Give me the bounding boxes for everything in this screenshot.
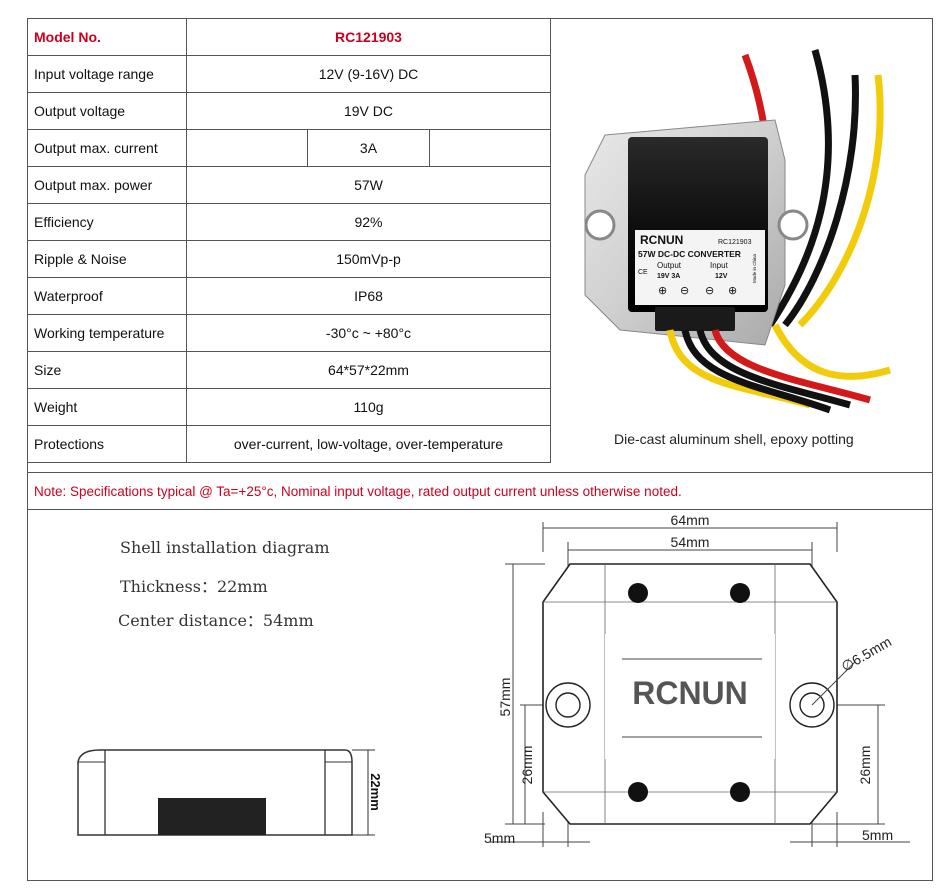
screw-icon [628,583,648,603]
spec-value: 19V DC [186,92,551,130]
spec-label: Weight [27,388,187,426]
spec-label: Model No. [27,18,187,56]
dim-edge-right: 5mm [862,827,893,843]
spec-row: Protections over-current, low-voltage, o… [27,425,551,463]
mount-hole-icon [777,209,809,241]
spec-value: over-current, low-voltage, over-temperat… [186,425,551,463]
dim-width-outer: 64mm [671,512,710,528]
minus-icon: ⊖ [705,284,714,297]
plus-icon: ⊕ [728,284,737,297]
spec-value: 92% [186,203,551,241]
spec-table: Model No. RC121903 Input voltage range 1… [27,18,551,463]
spec-value: 110g [186,388,551,426]
spec-label: Working temperature [27,314,187,352]
spec-value: IP68 [186,277,551,315]
spec-subcell-empty [428,130,550,166]
spec-row: Size 64*57*22mm [27,351,551,389]
spec-label: Input voltage range [27,55,187,93]
spec-label: Ripple & Noise [27,240,187,278]
mount-hole-icon [555,692,581,718]
label-model: RC121903 [718,239,752,246]
spec-label: Protections [27,425,187,463]
spec-value-split: 3A [186,129,551,167]
spec-label: Waterproof [27,277,187,315]
label-title: 57W DC-DC CONVERTER [638,249,741,259]
diagram-brand-logo: RCNUN [632,675,748,711]
spec-row: Output max. current 3A [27,129,551,167]
spec-label: Efficiency [27,203,187,241]
black-wire [681,329,832,414]
dim-edge-left: 5mm [484,830,515,846]
side-shell-outline [77,749,353,836]
product-photo: RCNUN RC121903 57W DC-DC CONVERTER CE Ou… [584,49,892,414]
label-ce: CE [638,269,648,276]
black-wire [767,49,832,327]
dim-hole-offset-left: 26mm [519,746,535,785]
spec-note: Note: Specifications typical @ Ta=+25°c,… [27,472,933,510]
product-photo-cell [551,18,933,472]
label-input-spec: 12V [715,273,728,280]
photo-caption: Die-cast aluminum shell, epoxy potting [614,431,854,447]
spec-label: Output max. current [27,129,187,167]
minus-icon: ⊖ [680,284,689,297]
spec-value: 57W [186,166,551,204]
side-wire-block [158,798,266,835]
spec-row: Ripple & Noise 150mVp-p [27,240,551,278]
label-output: Output [657,261,682,270]
spec-row: Input voltage range 12V (9-16V) DC [27,55,551,93]
spec-value: 150mVp-p [186,240,551,278]
leader-line [811,661,856,706]
screw-icon [730,583,750,603]
thickness-text: Thickness：22mm [120,577,268,596]
spec-label: Output voltage [27,92,187,130]
diagram-title: Shell installation diagram [120,538,330,557]
spec-label: Output max. power [27,166,187,204]
polarity-icons: ⊕ ⊖ ⊖ ⊕ [658,284,737,297]
spec-label: Size [27,351,187,389]
screw-icon [730,782,750,802]
spec-value: RC121903 [186,18,551,56]
spec-row: Output voltage 19V DC [27,92,551,130]
label-panel [635,230,765,305]
dim-width-inner: 54mm [671,534,710,550]
label-origin: Made in China [752,253,757,283]
top-label-area [605,634,775,759]
spec-value: 3A [307,130,428,166]
black-wire [782,74,859,328]
spec-row: Waterproof IP68 [27,277,551,315]
spec-row: Working temperature -30°c ~ +80°c [27,314,551,352]
red-wire [711,328,871,404]
spec-value: -30°c ~ +80°c [186,314,551,352]
dim-hole-offset-right: 26mm [857,746,873,785]
spec-subcell-empty [187,130,307,166]
mount-hole-icon [584,209,616,241]
spec-row: Weight 110g [27,388,551,426]
spec-value: 12V (9-16V) DC [186,55,551,93]
spec-row: Efficiency 92% [27,203,551,241]
yellow-wire [771,323,892,380]
dim-hole-diameter: ∅6.5mm [839,633,895,674]
side-view-diagram: 22mm [77,749,383,836]
label-brand: RCNUN [640,233,683,247]
spec-value: 64*57*22mm [186,351,551,389]
side-height-label: 22mm [368,773,383,811]
cable-gland [655,307,735,331]
black-wire [696,329,851,409]
dim-height: 57mm [497,678,513,717]
plus-icon: ⊕ [658,284,667,297]
top-view-diagram: RCNUN 64mm 54mm 57mm 26mm 26mm 5mm 5mm ∅… [484,512,910,847]
label-input: Input [710,261,729,270]
spec-row-model: Model No. RC121903 [27,18,551,56]
label-output-spec: 19V 3A [657,273,680,280]
center-distance-text: Center distance：54mm [118,611,314,630]
spec-row: Output max. power 57W [27,166,551,204]
screw-icon [628,782,648,802]
yellow-wire [797,74,884,328]
